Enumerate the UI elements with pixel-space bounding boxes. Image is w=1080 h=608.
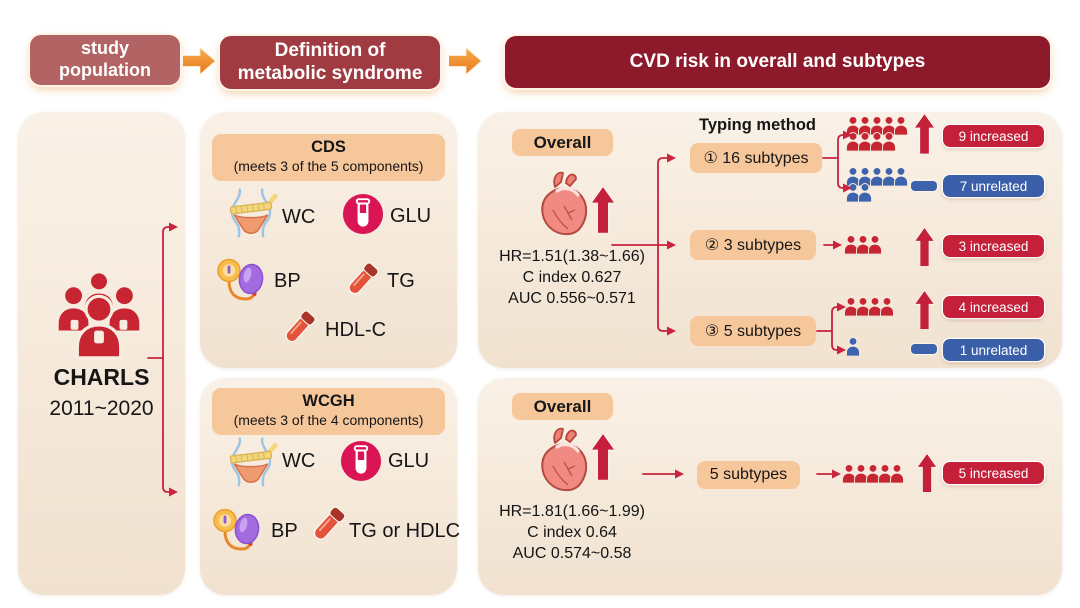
waist-icon	[224, 436, 278, 488]
cds-component-glu: GLU	[390, 205, 432, 227]
person-icon	[881, 131, 897, 152]
cds-header: CDS (meets 3 of the 5 components)	[212, 134, 445, 181]
up-arrow-icon	[917, 454, 937, 492]
dash-icon	[911, 181, 937, 191]
wcgh-header: WCGH (meets 3 of the 4 components)	[212, 388, 445, 435]
step-study-population: study population	[30, 35, 180, 85]
cds-component-tg: TG	[387, 270, 415, 292]
cds-subtitle: (meets 3 of the 5 components)	[233, 158, 424, 174]
cds-auc: AUC 0.556~0.571	[508, 290, 636, 307]
figure-group-3-increased	[843, 234, 879, 255]
hdl-tube-icon	[277, 308, 319, 350]
step-study-population-label: study population	[59, 38, 151, 80]
badge-9-increased: 9 increased	[943, 125, 1044, 147]
badge-5-increased: 5 increased	[943, 462, 1044, 484]
cds-stats: HR=1.51(1.38~1.66) C index 0.627 AUC 0.5…	[477, 246, 667, 309]
person-icon	[845, 336, 861, 357]
wcgh-auc: AUC 0.574~0.58	[512, 545, 632, 562]
cds-component-hdl: HDL-C	[325, 319, 387, 341]
step-definition-label: Definition of metabolic syndrome	[237, 39, 423, 84]
figure-group-4-increased	[843, 296, 891, 317]
wcgh-component-tg-hdl: TG or HDLC	[349, 520, 461, 542]
method-3-subtypes-box: ② 3 subtypes	[690, 230, 816, 260]
glucose-icon	[342, 193, 384, 235]
blood-pressure-icon	[212, 508, 264, 554]
wcgh-stats: HR=1.81(1.66~1.99) C index 0.64 AUC 0.57…	[477, 501, 667, 564]
flow-arrow-icon	[449, 47, 482, 75]
wcgh-component-glu: GLU	[388, 450, 430, 472]
method-16-subtypes-box: ① 16 subtypes	[690, 143, 822, 173]
up-arrow-icon	[915, 114, 934, 154]
heart-icon	[535, 168, 591, 238]
cds-component-bp: BP	[274, 270, 301, 292]
cds-hr: HR=1.51(1.38~1.66)	[499, 248, 645, 265]
blood-pressure-icon	[216, 258, 268, 304]
badge-3-increased: 3 increased	[943, 235, 1044, 257]
wcgh-title: WCGH	[302, 392, 355, 410]
heart-icon	[535, 424, 591, 494]
cds-c-index: C index 0.627	[522, 269, 622, 286]
up-arrow-icon	[592, 432, 614, 482]
wcgh-component-bp: BP	[271, 520, 298, 542]
cohort-years: 2011~2020	[49, 397, 154, 420]
glucose-icon	[340, 440, 382, 482]
person-icon	[857, 182, 873, 203]
tg-hdl-tube-icon	[305, 504, 349, 548]
method-5-subtypes-box: ③ 5 subtypes	[690, 316, 816, 346]
person-icon	[889, 463, 905, 484]
cds-title: CDS	[311, 138, 346, 156]
figure-group-5-increased	[841, 463, 901, 484]
wcgh-overall-box: Overall	[512, 393, 613, 420]
up-arrow-icon	[915, 228, 934, 266]
cohort-name: CHARLS	[53, 364, 150, 390]
dash-icon	[911, 344, 937, 354]
figure-group-7-unrelated	[845, 166, 905, 203]
badge-4-increased: 4 increased	[943, 296, 1044, 318]
wcgh-hr: HR=1.81(1.66~1.99)	[499, 503, 645, 520]
person-icon	[867, 234, 883, 255]
tg-tube-icon	[340, 260, 382, 302]
people-group-icon	[56, 271, 142, 360]
waist-icon	[224, 187, 278, 239]
figure-group-9-increased	[845, 115, 905, 152]
cds-component-wc: WC	[282, 206, 316, 228]
wcgh-5-subtypes-box: 5 subtypes	[697, 461, 800, 489]
badge-7-unrelated: 7 unrelated	[943, 175, 1044, 197]
flow-arrow-icon	[183, 47, 216, 75]
wcgh-subtitle: (meets 3 of the 4 components)	[233, 412, 424, 428]
wcgh-component-wc: WC	[282, 450, 316, 472]
person-icon	[893, 166, 909, 187]
step-cvd-risk-label: CVD risk in overall and subtypes	[629, 50, 926, 72]
step-cvd-risk: CVD risk in overall and subtypes	[505, 36, 1050, 88]
up-arrow-icon	[592, 185, 614, 235]
step-definition: Definition of metabolic syndrome	[220, 36, 440, 89]
cds-overall-box: Overall	[512, 129, 613, 156]
typing-method-label: Typing method	[698, 116, 816, 134]
wcgh-c-index: C index 0.64	[527, 524, 617, 541]
person-icon	[879, 296, 895, 317]
figure-group-1-unrelated	[845, 336, 857, 357]
badge-1-unrelated: 1 unrelated	[943, 339, 1044, 361]
up-arrow-icon	[915, 291, 934, 329]
